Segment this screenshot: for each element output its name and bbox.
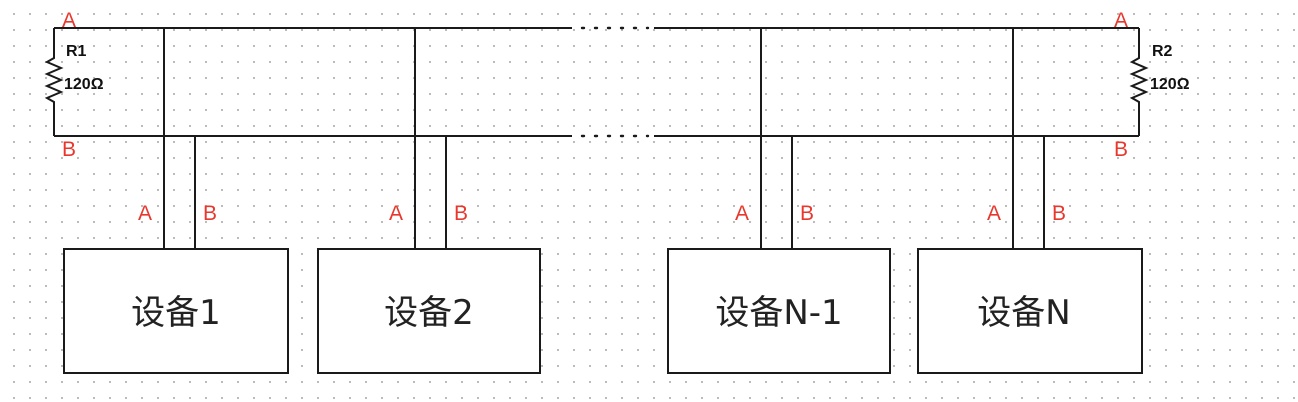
device-2-pin-a: A [389, 202, 403, 225]
device-n-label: 设备N [977, 293, 1070, 333]
device-n-1: A B 设备N-1 [667, 28, 891, 374]
device-2-pin-b: B [454, 202, 468, 225]
device-n-box [917, 248, 1143, 374]
device-n: A B 设备N [917, 28, 1143, 374]
bus-b-label-left: B [62, 138, 76, 161]
device-n-1-pin-b: B [800, 202, 814, 225]
device-2-label: 设备2 [384, 293, 474, 333]
device-2-box [317, 248, 541, 374]
resistor-r1: R1 120Ω [44, 28, 104, 136]
resistor-r2-name: R2 [1152, 43, 1173, 60]
resistor-r1-name: R1 [66, 43, 87, 60]
device-1-pin-b: B [203, 202, 217, 225]
device-n-1-pin-a: A [735, 202, 749, 225]
bus-a-label-left: A [62, 9, 76, 32]
device-n-pin-b: B [1052, 202, 1066, 225]
device-n-1-box [667, 248, 891, 374]
device-1-pin-a: A [138, 202, 152, 225]
bus-a-label-right: A [1114, 9, 1128, 32]
device-1-box [63, 248, 289, 374]
device-1: A B 设备1 [63, 28, 289, 374]
device-n-1-label: 设备N-1 [715, 293, 842, 333]
device-n-pin-a: A [987, 202, 1001, 225]
device-2: A B 设备2 [317, 28, 541, 374]
resistor-r2-value: 120Ω [1150, 76, 1190, 93]
resistor-r2: R2 120Ω [1129, 28, 1190, 136]
bus-b-label-right: B [1114, 138, 1128, 161]
resistor-r1-value: 120Ω [64, 76, 104, 93]
device-1-label: 设备1 [131, 293, 221, 333]
